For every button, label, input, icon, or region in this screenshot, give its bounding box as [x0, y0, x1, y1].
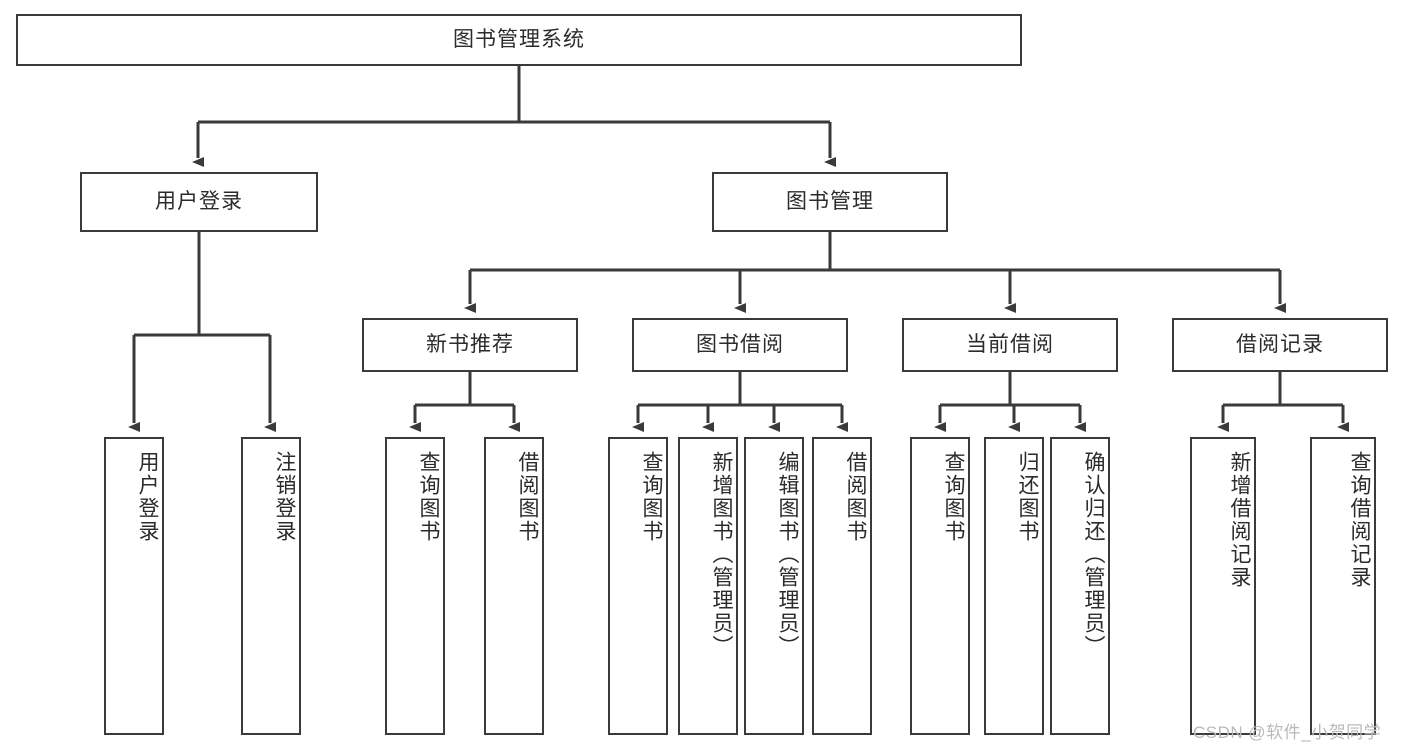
- node-level3-borrow-records[interactable]: 借阅记录: [1172, 318, 1388, 372]
- node-label: 查询图书: [942, 451, 965, 543]
- node-leaf-borrow-book-new[interactable]: 借阅图书: [484, 437, 544, 735]
- node-label: 注销登录: [273, 451, 296, 543]
- node-label: 图书管理: [786, 190, 874, 214]
- node-label: 借阅记录: [1236, 333, 1324, 357]
- node-leaf-query-book-borrow[interactable]: 查询图书: [608, 437, 668, 735]
- node-label: 新增图书（管理员）: [710, 451, 733, 658]
- node-leaf-edit-book-admin[interactable]: 编辑图书（管理员）: [744, 437, 804, 735]
- node-label: 查询借阅记录: [1348, 451, 1371, 589]
- node-root-label: 图书管理系统: [453, 28, 585, 52]
- node-leaf-borrow-book[interactable]: 借阅图书: [812, 437, 872, 735]
- node-label: 图书借阅: [696, 333, 784, 357]
- node-leaf-logout[interactable]: 注销登录: [241, 437, 301, 735]
- node-root[interactable]: 图书管理系统: [16, 14, 1022, 66]
- node-level3-book-borrow[interactable]: 图书借阅: [632, 318, 848, 372]
- node-leaf-add-book-admin[interactable]: 新增图书（管理员）: [678, 437, 738, 735]
- node-label: 新书推荐: [426, 333, 514, 357]
- node-leaf-add-borrow-record[interactable]: 新增借阅记录: [1190, 437, 1256, 735]
- node-level2-book-management[interactable]: 图书管理: [712, 172, 948, 232]
- node-label: 借阅图书: [516, 451, 539, 543]
- node-label: 编辑图书（管理员）: [776, 451, 799, 658]
- node-leaf-query-borrow-record[interactable]: 查询借阅记录: [1310, 437, 1376, 735]
- node-label: 用户登录: [136, 451, 159, 543]
- csdn-watermark: CSDN @软件_小贺同学: [1193, 723, 1382, 742]
- node-label: 借阅图书: [844, 451, 867, 543]
- node-label: 当前借阅: [966, 333, 1054, 357]
- node-label: 新增借阅记录: [1228, 451, 1251, 589]
- node-leaf-query-book-current[interactable]: 查询图书: [910, 437, 970, 735]
- node-leaf-return-book[interactable]: 归还图书: [984, 437, 1044, 735]
- node-label: 查询图书: [417, 451, 440, 543]
- node-label: 查询图书: [640, 451, 663, 543]
- node-leaf-confirm-return-admin[interactable]: 确认归还（管理员）: [1050, 437, 1110, 735]
- node-level2-user-login[interactable]: 用户登录: [80, 172, 318, 232]
- node-leaf-user-login[interactable]: 用户登录: [104, 437, 164, 735]
- node-label: 用户登录: [155, 190, 243, 214]
- node-level3-current-borrow[interactable]: 当前借阅: [902, 318, 1118, 372]
- node-label: 归还图书: [1016, 451, 1039, 543]
- node-label: 确认归还（管理员）: [1082, 451, 1105, 658]
- node-level3-new-book-recommend[interactable]: 新书推荐: [362, 318, 578, 372]
- node-leaf-query-book-new[interactable]: 查询图书: [385, 437, 445, 735]
